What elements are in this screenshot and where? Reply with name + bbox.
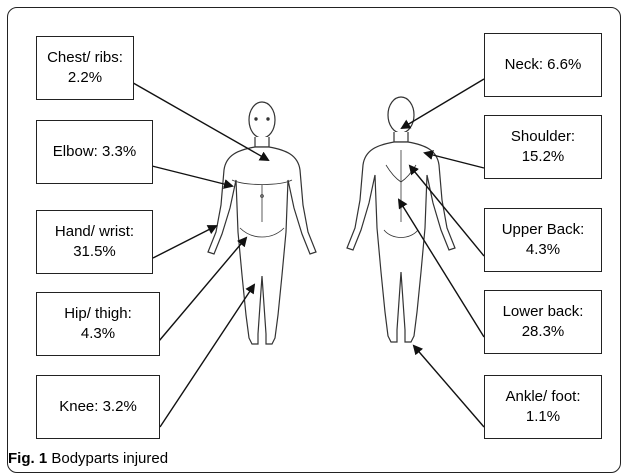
- label-neck-line1: Neck: 6.6%: [505, 55, 582, 75]
- label-hip-thigh-line2: 4.3%: [81, 324, 115, 344]
- label-hip-thigh: Hip/ thigh: 4.3%: [36, 292, 160, 356]
- label-knee: Knee: 3.2%: [36, 375, 160, 439]
- label-chest-ribs: Chest/ ribs: 2.2%: [36, 36, 134, 100]
- arrow-neck: [402, 79, 484, 128]
- label-shoulder-line2: 15.2%: [522, 147, 565, 167]
- arrow-hand: [153, 226, 216, 258]
- figure-caption: Fig. 1 Bodyparts injured: [8, 450, 168, 467]
- figure-caption-text: Bodyparts injured: [51, 450, 168, 467]
- label-upper-back-line1: Upper Back:: [502, 220, 585, 240]
- label-lower-back-line1: Lower back:: [503, 302, 584, 322]
- back-body-figure: [347, 97, 455, 342]
- label-lower-back-line2: 28.3%: [522, 322, 565, 342]
- front-body-figure: [208, 102, 316, 344]
- arrow-elbow: [152, 166, 232, 186]
- label-ankle-foot-line2: 1.1%: [526, 407, 560, 427]
- label-ankle-foot-line1: Ankle/ foot:: [505, 387, 580, 407]
- label-hand-wrist-line1: Hand/ wrist:: [55, 222, 134, 242]
- label-neck: Neck: 6.6%: [484, 33, 602, 97]
- label-hip-thigh-line1: Hip/ thigh:: [64, 304, 132, 324]
- label-hand-wrist: Hand/ wrist: 31.5%: [36, 210, 153, 274]
- label-shoulder-line1: Shoulder:: [511, 127, 575, 147]
- arrow-knee: [160, 285, 254, 427]
- label-chest-ribs-line2: 2.2%: [68, 68, 102, 88]
- arrow-ankle: [414, 346, 484, 427]
- label-knee-line1: Knee: 3.2%: [59, 397, 137, 417]
- label-shoulder: Shoulder: 15.2%: [484, 115, 602, 179]
- label-chest-ribs-line1: Chest/ ribs:: [47, 48, 123, 68]
- label-elbow: Elbow: 3.3%: [36, 120, 153, 184]
- label-upper-back-line2: 4.3%: [526, 240, 560, 260]
- figure-number: Fig. 1: [8, 450, 47, 467]
- label-upper-back: Upper Back: 4.3%: [484, 208, 602, 272]
- label-elbow-line1: Elbow: 3.3%: [53, 142, 136, 162]
- label-hand-wrist-line2: 31.5%: [73, 242, 116, 262]
- arrow-hip: [159, 238, 246, 341]
- label-lower-back: Lower back: 28.3%: [484, 290, 602, 354]
- label-ankle-foot: Ankle/ foot: 1.1%: [484, 375, 602, 439]
